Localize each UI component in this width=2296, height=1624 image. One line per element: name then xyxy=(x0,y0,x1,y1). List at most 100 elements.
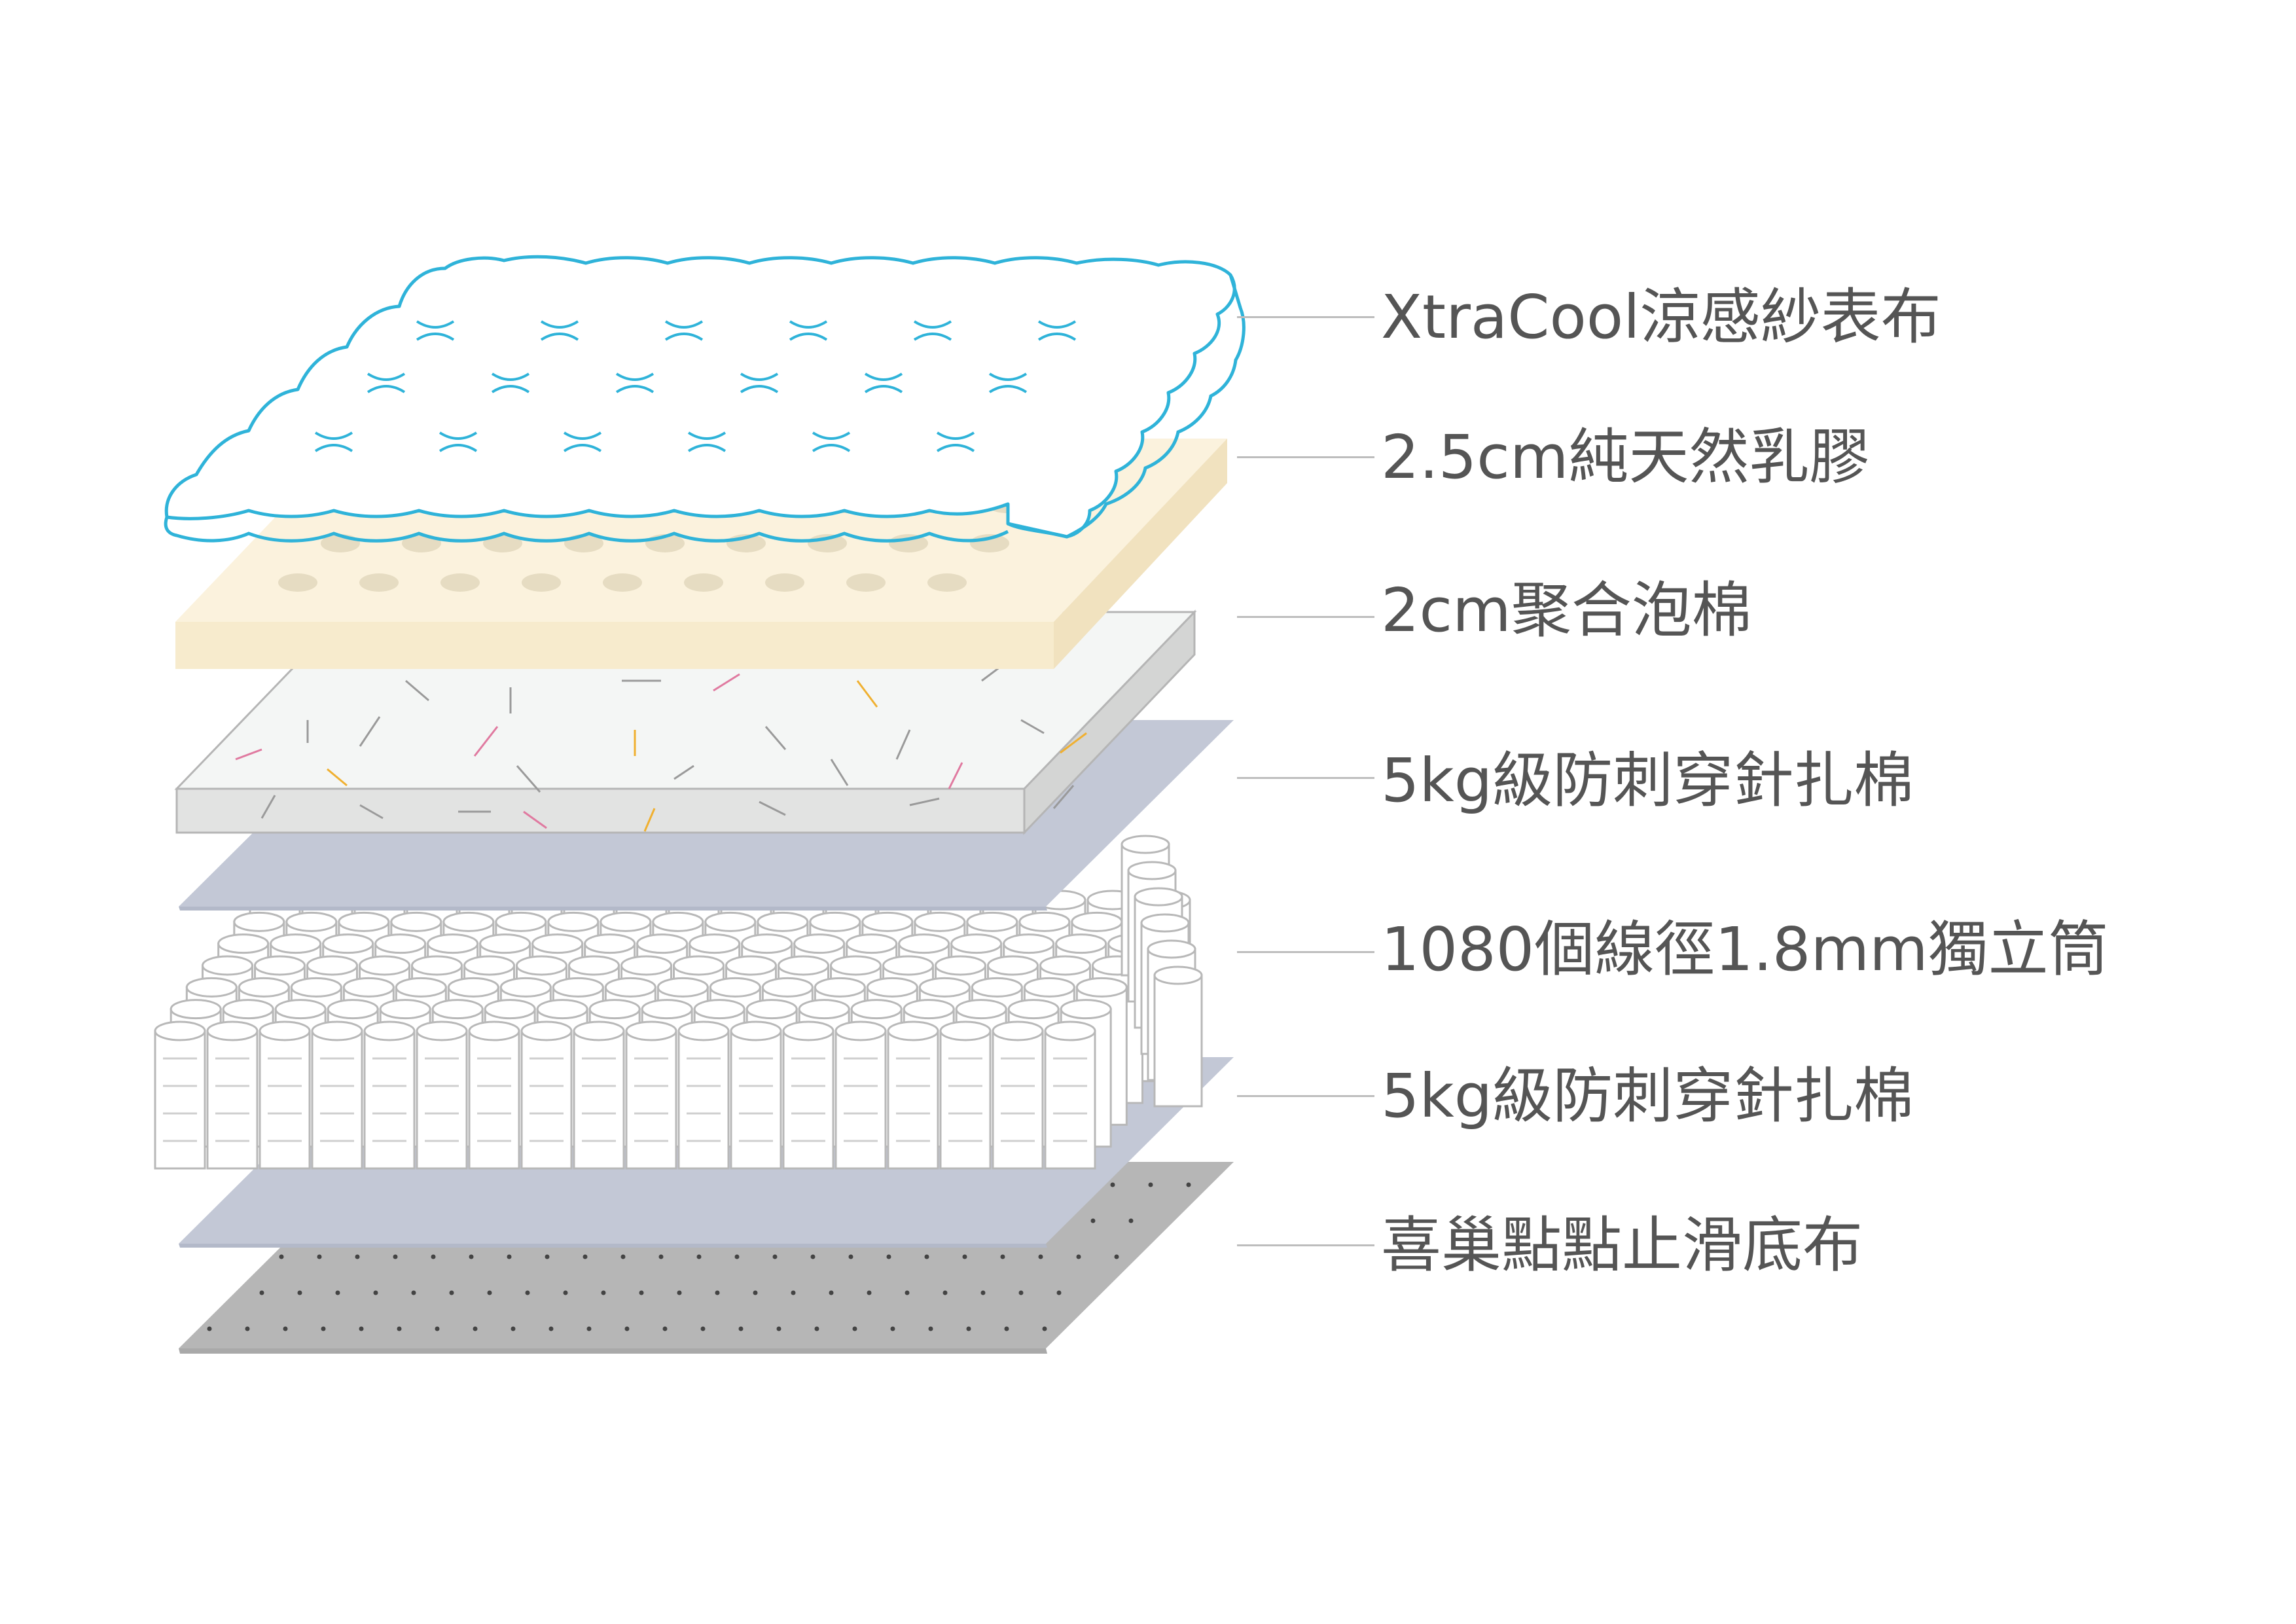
cover-stitch xyxy=(812,444,851,452)
cover-stitch xyxy=(740,372,779,381)
base-dot xyxy=(1090,1218,1096,1223)
cover-stitch xyxy=(615,372,655,381)
spring-top xyxy=(395,977,447,998)
spring-top xyxy=(914,911,966,932)
base-dot xyxy=(317,1254,322,1259)
spring-top xyxy=(206,1020,259,1041)
spring-top xyxy=(725,955,777,976)
spring-top xyxy=(834,1020,887,1041)
base-dot xyxy=(966,1326,971,1331)
spring-top xyxy=(955,999,1007,1020)
base-dot xyxy=(639,1290,644,1295)
base-dot xyxy=(942,1290,948,1295)
base-dot xyxy=(1004,1326,1009,1331)
spring-top xyxy=(568,955,620,976)
spring-top xyxy=(468,1020,520,1041)
cover-stitch xyxy=(367,385,406,393)
base-dot xyxy=(1038,1254,1043,1259)
base-dot xyxy=(980,1290,986,1295)
spring-top xyxy=(761,977,814,998)
spring-top xyxy=(463,955,515,976)
spring-coil xyxy=(206,1030,259,1170)
spring-top xyxy=(939,1020,992,1041)
spring-top xyxy=(270,933,322,954)
base-dot xyxy=(715,1290,720,1295)
spring-top xyxy=(882,955,934,976)
spring-top xyxy=(202,955,253,976)
spring-top xyxy=(311,1020,363,1041)
base-dot xyxy=(321,1326,326,1331)
base-dot xyxy=(563,1290,568,1295)
spring-top xyxy=(778,955,829,976)
cover-stitch xyxy=(740,385,779,393)
spring-top xyxy=(338,911,390,932)
base-dot xyxy=(776,1326,781,1331)
base-dot xyxy=(601,1290,606,1295)
leader-line-base xyxy=(1237,1244,1374,1246)
spring-coil xyxy=(416,1030,468,1170)
base-dot xyxy=(359,1326,364,1331)
spring-top xyxy=(620,955,672,976)
base-dot xyxy=(411,1290,416,1295)
spring-coil xyxy=(887,1030,939,1170)
cover-stitch xyxy=(913,320,952,329)
cover-stitch xyxy=(563,444,602,452)
foam-fiber xyxy=(235,748,262,761)
spring-top xyxy=(1153,965,1203,985)
base-dot xyxy=(545,1254,550,1259)
spring-top xyxy=(479,933,531,954)
spring-top xyxy=(342,977,395,998)
foam-fiber xyxy=(713,673,740,692)
cover-stitch xyxy=(664,333,704,341)
spring-top xyxy=(1127,861,1177,880)
spring-top xyxy=(730,1020,782,1041)
cover-stitch xyxy=(1037,320,1077,329)
spring-top xyxy=(1147,939,1196,959)
spring-coil xyxy=(730,1030,782,1170)
base-dot xyxy=(487,1290,492,1295)
base-dot xyxy=(814,1326,819,1331)
base-dot xyxy=(1042,1326,1047,1331)
spring-top xyxy=(285,911,338,932)
base-dot xyxy=(1000,1254,1005,1259)
foam-fiber xyxy=(830,759,849,786)
spring-top xyxy=(306,955,358,976)
label-latex: 2.5cm純天然乳膠 xyxy=(1381,422,1870,492)
base-dot xyxy=(620,1254,626,1259)
cover-stitch xyxy=(687,444,726,452)
base-dot xyxy=(435,1326,440,1331)
cover-stitch xyxy=(314,431,353,440)
spring-top xyxy=(447,977,499,998)
cover-stitch xyxy=(988,372,1028,381)
base-dot xyxy=(586,1326,592,1331)
base-dot xyxy=(658,1254,664,1259)
spring-top xyxy=(185,977,238,998)
spring-top xyxy=(222,999,274,1020)
spring-coil xyxy=(311,1030,363,1170)
spring-top xyxy=(484,999,536,1020)
cover-stitch xyxy=(367,372,406,381)
spring-top xyxy=(499,977,552,998)
spring-top xyxy=(604,977,656,998)
base-dot xyxy=(355,1254,360,1259)
spring-top xyxy=(693,999,745,1020)
spring-top xyxy=(798,999,850,1020)
foam-fiber xyxy=(643,808,656,832)
base-dot xyxy=(734,1254,740,1259)
spring-top xyxy=(238,977,290,998)
latex-hole xyxy=(278,573,317,592)
spring-top xyxy=(1055,933,1107,954)
spring-top xyxy=(641,999,693,1020)
spring-top xyxy=(866,977,918,998)
foam-fiber xyxy=(909,797,940,806)
spring-coil xyxy=(782,1030,834,1170)
spring-top xyxy=(850,999,903,1020)
spring-top xyxy=(600,911,652,932)
base-dot xyxy=(928,1326,933,1331)
cover-stitch xyxy=(936,431,975,440)
latex-hole xyxy=(603,573,642,592)
base-dot xyxy=(1018,1290,1024,1295)
base-dot xyxy=(852,1326,857,1331)
spring-top xyxy=(390,911,442,932)
